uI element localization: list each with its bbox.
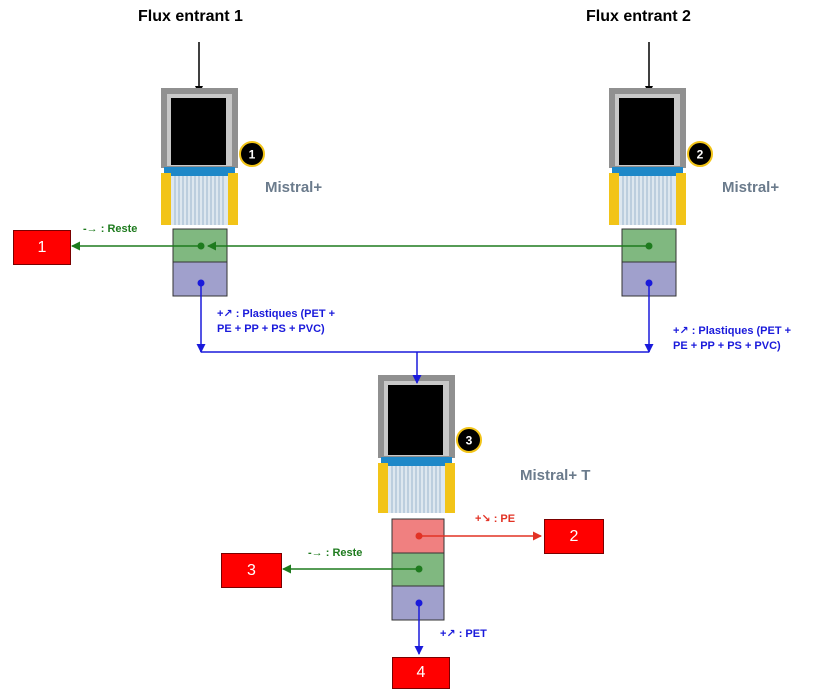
label-pe: +↘ : PE — [475, 513, 516, 525]
reste-flow-bottom — [282, 564, 423, 574]
label-pet: +↗ : PET — [440, 628, 487, 640]
output-box-1: 1 — [13, 230, 71, 265]
badge-1: 1 — [239, 141, 265, 167]
label-plastiques-left: +↗ : Plastiques (PET + PE + PP + PS + PV… — [217, 307, 335, 337]
label-plastiques-right-line-2: PE + PP + PS + PVC) — [673, 340, 781, 352]
output-box-3: 3 — [221, 553, 282, 588]
title-flux-entrant-1: Flux entrant 1 — [138, 8, 243, 25]
svg-text:1: 1 — [249, 148, 256, 162]
label-plastiques-left-line-1: +↗ : Plastiques (PET + — [217, 308, 336, 320]
label-plastiques-left-line-2: PE + PP + PS + PVC) — [217, 323, 325, 335]
output-box-2: 2 — [544, 519, 604, 554]
machine-1 — [161, 88, 238, 297]
machine-2 — [609, 88, 686, 297]
label-plastiques-right: +↗ : Plastiques (PET + PE + PP + PS + PV… — [673, 324, 791, 354]
machine-2-name: Mistral+ — [722, 179, 780, 196]
svg-text:2: 2 — [697, 148, 704, 162]
output-box-4: 4 — [392, 657, 450, 689]
label-reste-top: -→ : Reste — [83, 223, 138, 235]
machine-1-eject-bin — [172, 261, 228, 297]
svg-text:3: 3 — [466, 434, 473, 448]
badge-3: 3 — [456, 427, 482, 453]
pe-flow — [415, 531, 542, 541]
machine-1-name: Mistral+ — [265, 179, 323, 196]
reste-flow-top — [71, 241, 653, 251]
machine-3 — [378, 375, 455, 621]
badge-2: 2 — [687, 141, 713, 167]
machine-3-name: Mistral+ T — [520, 467, 591, 484]
label-reste-bottom: -→ : Reste — [308, 547, 363, 559]
plastiques-flow — [196, 279, 654, 384]
pet-flow — [414, 599, 424, 655]
label-plastiques-right-line-1: +↗ : Plastiques (PET + — [673, 325, 792, 337]
title-flux-entrant-2: Flux entrant 2 — [586, 8, 691, 25]
